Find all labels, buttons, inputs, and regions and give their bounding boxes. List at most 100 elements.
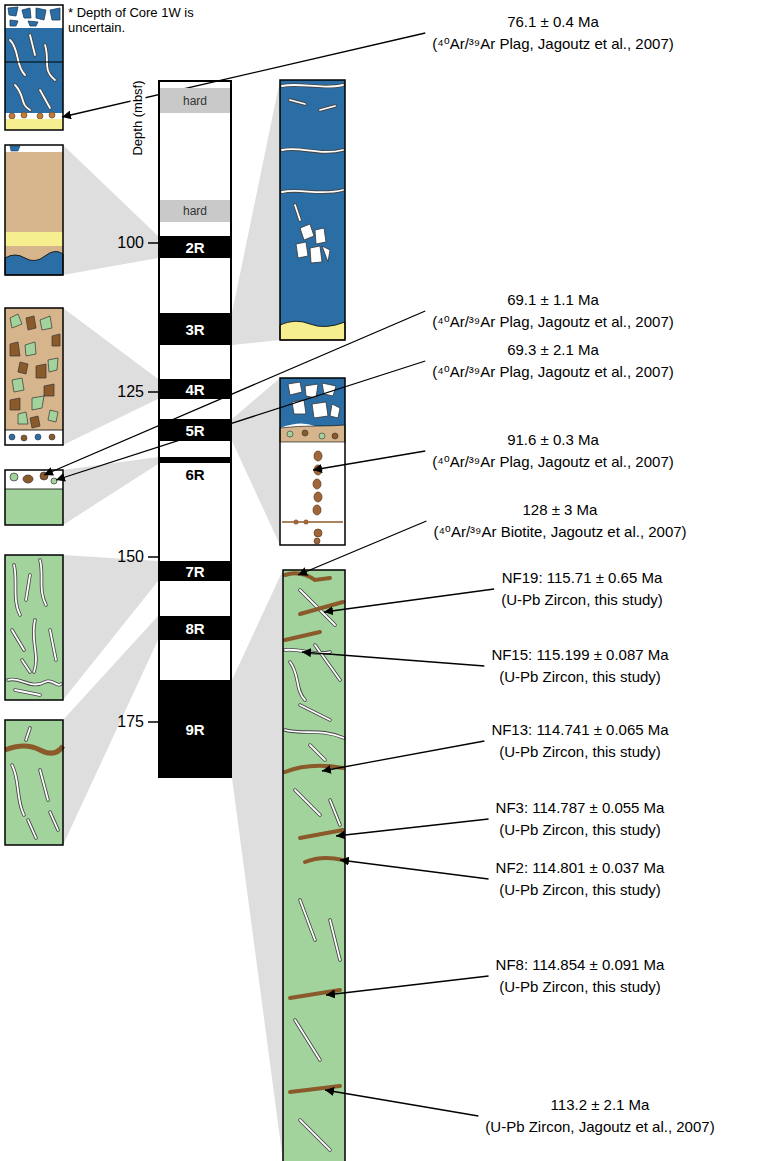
core-section-band: 7R bbox=[160, 561, 230, 581]
core-sketch bbox=[283, 570, 345, 1161]
depth-tick bbox=[148, 556, 158, 558]
breccia-sketch bbox=[48, 410, 58, 422]
leader-arrow bbox=[340, 860, 489, 879]
core-sketch bbox=[28, 21, 38, 26]
core-sketch bbox=[285, 573, 343, 1092]
core-section-band: 9R bbox=[160, 680, 230, 778]
callout-wedge bbox=[63, 145, 158, 275]
core-sketch bbox=[5, 489, 63, 490]
core-sketch bbox=[296, 224, 330, 263]
breccia-sketch bbox=[9, 434, 15, 440]
method-label: (⁴⁰Ar/³⁹Ar Plag, Jagoutz et al., 2007) bbox=[432, 363, 674, 380]
core-sketch bbox=[312, 402, 328, 418]
age-label: 91.6 ± 0.3 Ma bbox=[507, 431, 599, 448]
core-sketch bbox=[283, 570, 345, 1161]
section-label: 2R bbox=[185, 240, 204, 255]
method-label: (⁴⁰Ar/³⁹Ar Plag, Jagoutz et al., 2007) bbox=[432, 35, 674, 52]
core-sketch bbox=[283, 570, 345, 1161]
core-sketch bbox=[5, 5, 63, 130]
age-label: NF19: 115.71 ± 0.65 Ma bbox=[502, 569, 663, 586]
breccia-sketch bbox=[21, 435, 27, 441]
core-sketch bbox=[51, 478, 57, 484]
core-sketch bbox=[8, 7, 18, 16]
depth-tick-label: 125 bbox=[117, 383, 144, 401]
hard-interval: hard bbox=[160, 88, 230, 113]
core-sketch bbox=[314, 492, 322, 502]
core-sketch bbox=[23, 475, 33, 483]
age-label: NF8: 114.854 ± 0.091 Ma bbox=[496, 956, 665, 973]
core-sketch bbox=[10, 20, 18, 26]
core-sketch bbox=[304, 520, 309, 525]
section-label: 7R bbox=[185, 564, 204, 579]
breccia-sketch bbox=[5, 308, 63, 445]
core-sketch bbox=[9, 113, 15, 119]
core-sketch bbox=[280, 80, 345, 340]
breccia-sketch bbox=[36, 364, 46, 378]
breccia-sketch bbox=[12, 378, 24, 392]
depth-tick-label: 150 bbox=[117, 548, 144, 566]
core-sketch bbox=[280, 80, 345, 340]
core-section-band: 3R bbox=[160, 313, 230, 345]
method-label: (⁴⁰Ar/³⁹Ar Biotite, Jagoutz et al., 2007… bbox=[433, 523, 686, 540]
method-label: (U-Pb Zircon, this study) bbox=[499, 881, 661, 898]
core-sketch bbox=[330, 404, 340, 418]
core-sketch bbox=[5, 555, 63, 700]
age-label: NF2: 114.801 ± 0.037 Ma bbox=[496, 859, 665, 876]
age-label: 69.1 ± 1.1 Ma bbox=[507, 291, 599, 308]
core-sketch bbox=[313, 505, 321, 515]
core-sketch bbox=[5, 62, 63, 63]
leader-arrow bbox=[56, 361, 425, 480]
leader-arrow bbox=[62, 33, 425, 117]
method-label: (U-Pb Zircon, this study) bbox=[499, 821, 661, 838]
callout-wedge bbox=[232, 570, 283, 1161]
core-sketch bbox=[5, 119, 63, 130]
core-sketch bbox=[49, 112, 55, 118]
core-sketch bbox=[5, 145, 63, 275]
method-label: (U-Pb Zircon, this study) bbox=[499, 978, 661, 995]
breccia-sketch bbox=[30, 416, 40, 428]
core-sketch bbox=[8, 560, 61, 695]
core-sketch bbox=[5, 28, 63, 113]
core-sketch bbox=[10, 35, 55, 110]
core-sketch bbox=[296, 242, 308, 258]
core-section-band: 6R bbox=[160, 457, 230, 485]
interval-label: hard bbox=[183, 95, 207, 107]
breccia-sketch bbox=[5, 308, 63, 430]
callout-wedge bbox=[63, 616, 158, 845]
core-sketch bbox=[282, 85, 343, 220]
leader-arrow bbox=[336, 819, 489, 836]
section-label: 3R bbox=[185, 322, 204, 337]
breccia-sketch bbox=[32, 396, 44, 410]
core-sketch bbox=[10, 35, 55, 110]
method-label: (⁴⁰Ar/³⁹Ar Plag, Jagoutz et al., 2007) bbox=[432, 453, 674, 470]
core-sketch bbox=[280, 321, 345, 340]
method-label: (U-Pb Zircon, this study) bbox=[499, 668, 661, 685]
depth-tick bbox=[148, 242, 158, 244]
core-section-band: 2R bbox=[160, 236, 230, 258]
leader-arrow bbox=[313, 451, 425, 470]
depth-tick bbox=[148, 721, 158, 723]
core-sketch bbox=[285, 573, 330, 580]
method-label: (U-Pb Zircon, this study) bbox=[499, 743, 661, 760]
age-label: 128 ± 3 Ma bbox=[523, 501, 598, 518]
leader-arrow bbox=[302, 652, 484, 666]
breccia-sketch bbox=[10, 316, 60, 428]
core-sketch bbox=[294, 520, 299, 525]
depth-tick bbox=[148, 391, 158, 393]
core-sketch bbox=[9, 112, 55, 119]
method-label: (U-Pb Zircon, Jagoutz et al., 2007) bbox=[485, 1118, 714, 1135]
core-sketch bbox=[300, 224, 314, 240]
core-sketch bbox=[5, 5, 63, 130]
core-sketch bbox=[12, 728, 58, 838]
breccia-sketch bbox=[10, 342, 20, 356]
core-sketch bbox=[322, 246, 330, 262]
core-section-band: 4R bbox=[160, 379, 230, 399]
breccia-sketch bbox=[49, 434, 55, 440]
breccia-sketch bbox=[5, 308, 63, 445]
callout-wedge bbox=[232, 378, 280, 545]
core-sketch bbox=[282, 521, 343, 523]
breccia-sketch bbox=[52, 334, 60, 346]
method-label: (U-Pb Zircon, this study) bbox=[501, 591, 663, 608]
age-label: 113.2 ± 2.1 Ma bbox=[551, 1096, 650, 1113]
core-sketch bbox=[5, 555, 63, 700]
